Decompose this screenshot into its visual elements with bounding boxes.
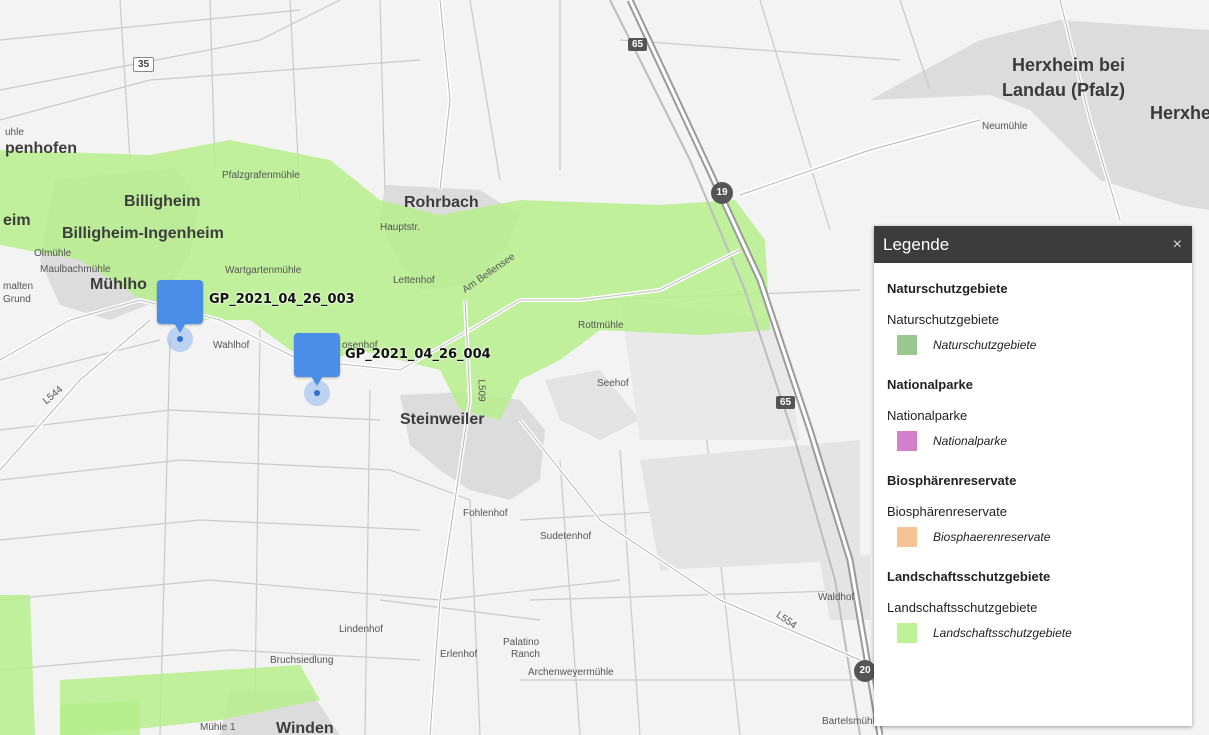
place-grund: Grund bbox=[3, 294, 31, 305]
legend-section-heading: Nationalparke bbox=[887, 377, 973, 392]
legend-header: Legende × bbox=[874, 226, 1192, 263]
legend-layer-title: Landschaftsschutzgebiete bbox=[887, 600, 1038, 615]
map-pin-icon[interactable] bbox=[157, 280, 203, 333]
place-archenweyermuehle: Archenweyermühle bbox=[528, 667, 614, 678]
place-wahlhof: Wahlhof bbox=[213, 340, 250, 351]
legend-item: Nationalparke bbox=[887, 431, 1179, 451]
legend-title: Legende bbox=[883, 234, 950, 254]
place-rohrbach: Rohrbach bbox=[404, 194, 479, 211]
road-l509: L509 bbox=[475, 379, 487, 402]
place-neumuehle: Neumühle bbox=[982, 121, 1028, 132]
legend-section-nationalparke: Nationalparke Nationalparke Nationalpark… bbox=[887, 377, 1179, 451]
legend-swatch bbox=[897, 335, 917, 355]
place-lettenhof: Lettenhof bbox=[393, 275, 435, 286]
legend-item-label: Landschaftsschutzgebiete bbox=[933, 626, 1072, 640]
place-billigheim: Billigheim bbox=[124, 193, 201, 210]
marker-label: GP_2021_04_26_003 bbox=[209, 292, 355, 307]
place-olmuehle: Olmühle bbox=[34, 248, 72, 259]
marker-point bbox=[177, 336, 183, 342]
place-wartgartenmuehle: Wartgartenmühle bbox=[225, 265, 302, 276]
close-icon[interactable]: × bbox=[1172, 235, 1182, 253]
place-palatino: Palatino bbox=[503, 637, 540, 648]
major-roads bbox=[0, 0, 1122, 735]
place-malten: malten bbox=[3, 281, 34, 292]
place-seehof: Seehof bbox=[597, 378, 629, 389]
place-lindenhof: Lindenhof bbox=[339, 624, 383, 635]
place-penhofen: penhofen bbox=[5, 140, 77, 157]
road-shield-35: 35 bbox=[133, 57, 155, 72]
legend-item-label: Naturschutzgebiete bbox=[933, 338, 1037, 352]
place-erlenhof: Erlenhof bbox=[440, 649, 478, 660]
marker-point bbox=[314, 390, 320, 396]
protected-area-layer bbox=[0, 140, 770, 735]
legend-item-label: Biosphaerenreservate bbox=[933, 530, 1051, 544]
field-lines bbox=[0, 0, 931, 735]
legend-item: Naturschutzgebiete bbox=[887, 335, 1179, 355]
place-waldhof: Waldhof bbox=[818, 592, 855, 603]
legend-section-heading: Naturschutzgebiete bbox=[887, 281, 1008, 296]
place-herxhe: Herxhe bbox=[1150, 103, 1209, 123]
place-eim: eim bbox=[3, 212, 31, 229]
place-bruchsiedlung: Bruchsiedlung bbox=[270, 655, 334, 666]
place-sudetenhof: Sudetenhof bbox=[540, 531, 592, 542]
legend-swatch bbox=[897, 527, 917, 547]
place-muehle1: Mühle 1 bbox=[200, 722, 236, 733]
place-ranch: Ranch bbox=[511, 649, 540, 660]
legend-panel: Legende × Naturschutzgebiete Naturschutz… bbox=[874, 226, 1192, 726]
place-landau: Landau (Pfalz) bbox=[1002, 80, 1126, 100]
road-shield-65-north: 65 bbox=[628, 38, 648, 51]
map-pin-icon[interactable] bbox=[294, 333, 340, 386]
place-herxheim: Herxheim bei bbox=[1012, 55, 1126, 75]
place-winden: Winden bbox=[276, 720, 334, 735]
legend-item: Biosphaerenreservate bbox=[887, 527, 1179, 547]
legend-item-label: Nationalparke bbox=[933, 434, 1008, 448]
legend-section-biosphaere: Biosphärenreservate Biosphärenreservate … bbox=[887, 473, 1179, 547]
place-maulbach: Maulbachmühle bbox=[40, 264, 111, 275]
legend-item: Landschaftsschutzgebiete bbox=[887, 623, 1179, 643]
place-rosenhof: osenhof bbox=[342, 340, 378, 351]
place-fohlenhof: Fohlenhof bbox=[463, 508, 508, 519]
legend-body: Naturschutzgebiete Naturschutzgebiete Na… bbox=[874, 263, 1192, 643]
marker-label: GP_2021_04_26_004 bbox=[345, 347, 491, 362]
legend-section-naturschutz: Naturschutzgebiete Naturschutzgebiete Na… bbox=[887, 281, 1179, 355]
legend-section-heading: Landschaftsschutzgebiete bbox=[887, 569, 1051, 584]
legend-section-heading: Biosphärenreservate bbox=[887, 473, 1017, 488]
place-billigheim-ingenheim: Billigheim-Ingenheim bbox=[62, 225, 224, 242]
legend-swatch bbox=[897, 623, 917, 643]
road-shield-20: 20 bbox=[854, 660, 876, 682]
road-shield-65-south: 65 bbox=[776, 396, 796, 409]
legend-layer-title: Nationalparke bbox=[887, 408, 968, 423]
road-shield-19: 19 bbox=[711, 182, 733, 204]
legend-layer-title: Biosphärenreservate bbox=[887, 504, 1007, 519]
place-uhle: uhle bbox=[5, 127, 24, 138]
place-bartelsmuehl: Bartelsmühl bbox=[822, 716, 875, 727]
place-rottmuehle: Rottmühle bbox=[578, 320, 624, 331]
place-pfalzgrafenmuehle: Pfalzgrafenmühle bbox=[222, 170, 300, 181]
legend-layer-title: Naturschutzgebiete bbox=[887, 312, 1000, 327]
legend-section-landschaftsschutz: Landschaftsschutzgebiete Landschaftsschu… bbox=[887, 569, 1179, 643]
legend-swatch bbox=[897, 431, 917, 451]
place-steinweiler: Steinweiler bbox=[400, 411, 485, 428]
place-muehlho: Mühlho bbox=[90, 276, 147, 293]
place-hauptstr: Hauptstr. bbox=[380, 222, 421, 233]
